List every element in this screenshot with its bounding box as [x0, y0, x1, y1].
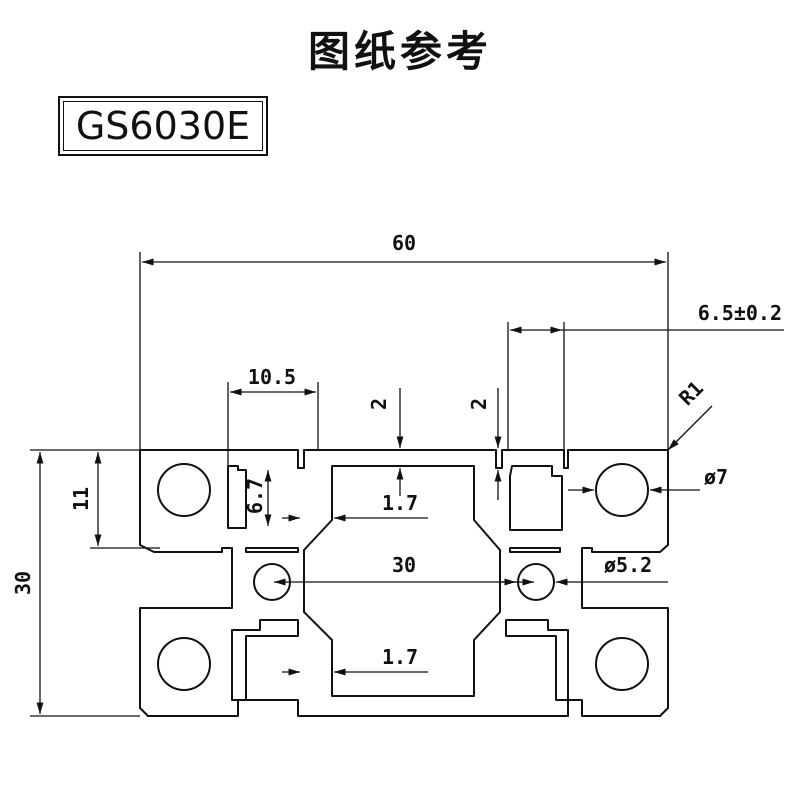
drawing-title: 图纸参考	[307, 27, 492, 76]
dim-slot-width: 6.5±0.2	[698, 301, 782, 325]
outer-contour	[139, 449, 669, 717]
right-upper-slot	[509, 465, 563, 531]
profile-outline	[139, 449, 669, 717]
left-lower-slot	[231, 619, 299, 701]
model-number: GS6030E	[75, 104, 251, 148]
left-upper-slot	[227, 465, 247, 529]
dim-bore-large: ø7	[704, 465, 728, 489]
dim-center-distance: 30	[392, 553, 416, 577]
dim-bore-small: ø5.2	[604, 553, 652, 577]
dim-wall-left: 2	[367, 398, 391, 410]
hole-top-right	[595, 463, 649, 517]
dim-overall-width: 60	[392, 231, 416, 255]
hole-bottom-right	[595, 637, 649, 691]
dim-flange-height: 11	[69, 487, 93, 511]
dim-pocket-width: 10.5	[248, 365, 296, 389]
holes	[157, 463, 649, 691]
left-inner-rail	[245, 547, 299, 553]
model-label-inner-frame: GS6030E	[63, 101, 263, 151]
model-label-box: GS6030E	[58, 96, 268, 156]
right-inner-rail	[509, 547, 561, 553]
dim-thickness-lower: 1.7	[382, 645, 418, 669]
dim-overall-height: 30	[11, 571, 35, 595]
hole-bottom-left	[157, 637, 211, 691]
hole-top-left	[157, 463, 211, 517]
right-lower-slot	[505, 619, 569, 701]
dim-pocket-height: 6.7	[243, 478, 267, 514]
dimension-lines	[30, 252, 784, 717]
dim-wall-right: 2	[467, 398, 491, 410]
dim-radius: R1	[674, 376, 708, 410]
dim-thickness-upper: 1.7	[382, 491, 418, 515]
center-cavity	[303, 465, 501, 697]
